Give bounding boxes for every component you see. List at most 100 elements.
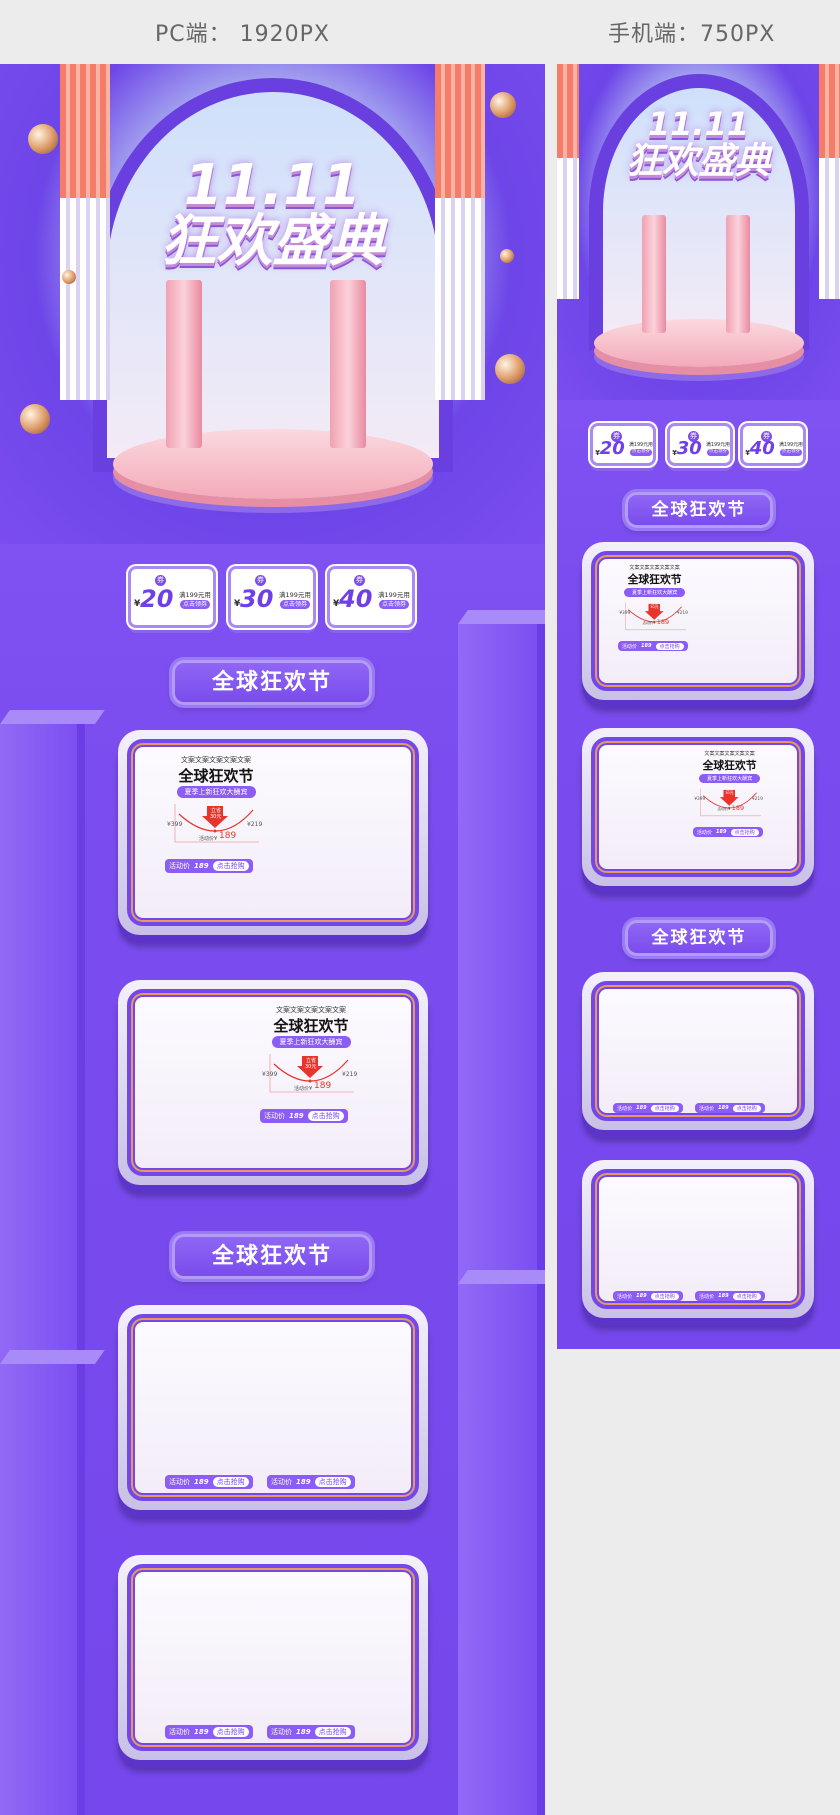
coupon-currency: ¥ <box>234 599 241 609</box>
coupon-condition: 满199元用 <box>378 591 410 599</box>
buy-button[interactable]: 点击抢购 <box>314 1477 351 1487</box>
deal-label: 活动价¥ <box>294 1086 313 1092</box>
section-header: 全球狂欢节 <box>172 660 372 705</box>
pink-column <box>726 215 751 333</box>
coupon-amount: 40 <box>749 438 775 459</box>
deal-label: 活动价¥ <box>717 807 731 812</box>
product-subtitle: 夏季上新狂欢大酬宾 <box>271 1036 351 1048</box>
footer-price: 189 <box>715 829 727 836</box>
buy-button[interactable]: 点击抢购 <box>732 1104 761 1112</box>
coupon-claim-button[interactable]: 点击领券 <box>706 449 730 456</box>
price-footer[interactable]: 活动价 189 点击抢购 <box>165 859 253 873</box>
hero-title-carnival: 狂欢盛典 <box>160 209 385 274</box>
original-price: ¥399 <box>694 797 706 803</box>
coupon-30[interactable]: 券 ¥ 30 满199元用 点击领券 <box>667 423 733 466</box>
market-price: ¥219 <box>676 611 688 617</box>
pink-column <box>166 280 203 448</box>
coupon-badge: 券 <box>611 430 622 442</box>
coupon-claim-button[interactable]: 点击领券 <box>280 600 310 609</box>
product-title: 全球狂欢节 <box>702 758 757 772</box>
buy-button[interactable]: 点击抢购 <box>655 642 684 650</box>
footer-price: 189 <box>636 1293 647 1300</box>
price-drop-graphic <box>174 804 259 843</box>
gold-ball-decoration <box>500 249 514 263</box>
footer-price: 189 <box>194 862 209 870</box>
footer-price-label: 活动价 <box>169 862 190 870</box>
hero-stage <box>112 428 433 499</box>
coupon-40[interactable]: 券 ¥ 40 满199元用 点击领券 <box>740 423 806 466</box>
buy-button[interactable]: 点击抢购 <box>730 828 759 836</box>
coupon-claim-button[interactable]: 点击领券 <box>379 600 409 609</box>
coupon-condition: 满199元用 <box>779 442 803 448</box>
footer-price-label: 活动价 <box>617 1105 633 1112</box>
footer-price-label: 活动价 <box>621 643 637 650</box>
coupon-40[interactable]: 券 ¥ 40 满199元用 点击领券 <box>327 566 415 628</box>
buy-button[interactable]: 点击抢购 <box>212 1477 249 1487</box>
price-drop-graphic <box>624 602 686 630</box>
deal-price: 189 <box>656 618 670 627</box>
hero-title-1111: 11.11 <box>647 105 750 143</box>
striped-pillar <box>819 64 840 300</box>
original-price: ¥399 <box>262 1071 278 1078</box>
footer-price: 189 <box>296 1478 311 1486</box>
coupon-claim-button[interactable]: 点击领券 <box>629 449 653 456</box>
coupon-condition: 满199元用 <box>279 591 311 599</box>
save-amount: 30元 <box>725 791 734 796</box>
section-header: 全球狂欢节 <box>625 920 773 956</box>
buy-button[interactable]: 点击抢购 <box>212 1727 249 1737</box>
save-label: 立省 <box>651 601 659 606</box>
product-copy: 文案文案文案文案文案 <box>629 564 680 571</box>
deal-price: 189 <box>314 1081 332 1091</box>
coupon-claim-button[interactable]: 点击领券 <box>180 600 210 609</box>
striped-pillar <box>557 64 579 300</box>
buy-button[interactable]: 点击抢购 <box>307 1111 344 1121</box>
footer-price: 189 <box>718 1293 729 1300</box>
footer-price: 189 <box>296 1728 311 1736</box>
buy-button[interactable]: 点击抢购 <box>212 861 249 871</box>
coupon-amount: 20 <box>599 438 625 459</box>
gold-ball-decoration <box>490 92 516 118</box>
product-subtitle: 夏季上新狂欢大酬宾 <box>176 786 256 798</box>
coupon-amount: 30 <box>676 438 702 459</box>
gold-ball-decoration <box>495 354 525 384</box>
coupon-claim-button[interactable]: 点击领券 <box>779 449 803 456</box>
coupon-30[interactable]: 券 ¥ 30 满199元用 点击领券 <box>228 566 316 628</box>
buy-button[interactable]: 点击抢购 <box>650 1292 679 1300</box>
buy-button[interactable]: 点击抢购 <box>314 1727 351 1737</box>
footer-price-label: 活动价 <box>699 1293 715 1300</box>
save-amount: 30元 <box>650 605 659 610</box>
buy-button[interactable]: 点击抢购 <box>732 1292 761 1300</box>
deal-price: 189 <box>731 804 745 813</box>
coupon-badge: 券 <box>155 575 166 586</box>
coupon-20[interactable]: 券 ¥ 20 满199元用 点击领券 <box>128 566 216 628</box>
footer-price-label: 活动价 <box>617 1293 633 1300</box>
buy-button[interactable]: 点击抢购 <box>650 1104 679 1112</box>
coupon-20[interactable]: 券 ¥ 20 满199元用 点击领券 <box>590 423 656 466</box>
